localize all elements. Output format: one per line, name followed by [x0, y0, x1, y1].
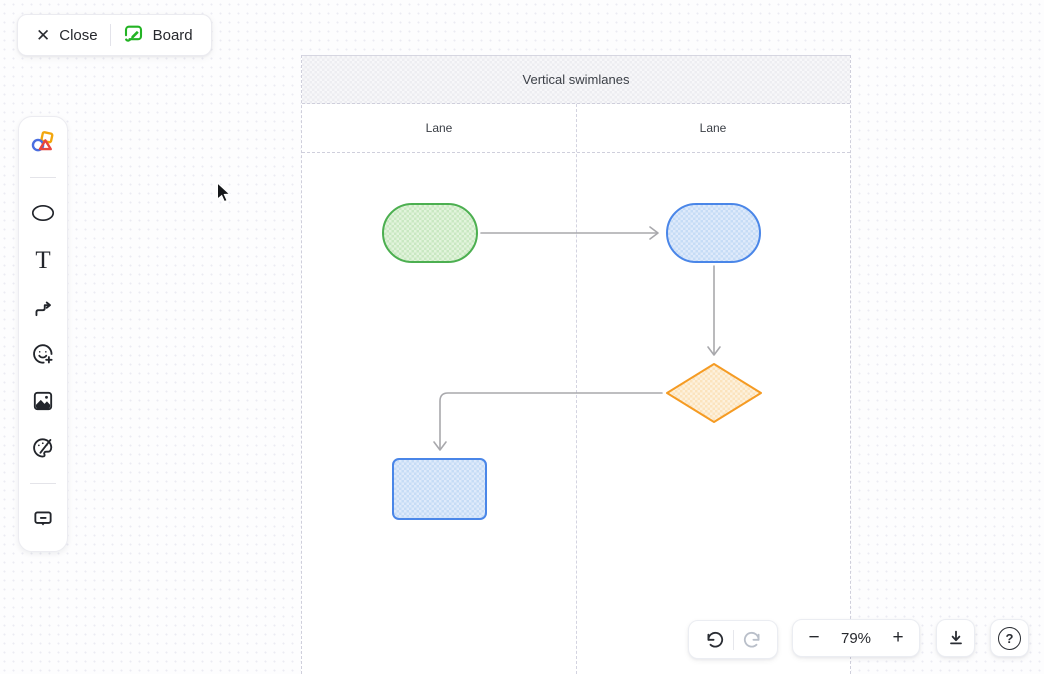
board-button[interactable]: Board — [111, 15, 205, 55]
text-tool-button[interactable]: T — [30, 246, 56, 274]
swimlane-frame[interactable]: Vertical swimlanes Lane Lane — [301, 55, 851, 674]
blue-stadium-shape[interactable] — [666, 203, 761, 263]
board-label: Board — [152, 26, 193, 44]
tool-palette: T — [18, 116, 68, 552]
undo-button[interactable] — [697, 621, 733, 658]
lane-title-right[interactable]: Lane — [699, 121, 727, 135]
history-controls — [688, 620, 778, 659]
zoom-controls: − 79% + — [792, 619, 920, 657]
text-icon: T — [35, 246, 51, 274]
zoom-out-button[interactable]: − — [799, 620, 829, 656]
help-icon: ? — [998, 626, 1021, 650]
shapes-icon — [31, 131, 54, 152]
draw-tool-button[interactable] — [30, 436, 56, 460]
green-stadium-shape[interactable] — [382, 203, 478, 263]
help-button[interactable]: ? — [990, 619, 1029, 657]
comment-tool-button[interactable] — [30, 507, 56, 531]
oval-tool-button[interactable] — [30, 201, 56, 225]
connector-icon — [35, 301, 51, 317]
connector-tool-button[interactable] — [30, 295, 56, 319]
swimlane-title: Vertical swimlanes — [522, 72, 630, 87]
tool-divider — [30, 177, 56, 178]
close-label: Close — [59, 26, 98, 44]
download-icon — [949, 630, 962, 645]
close-icon: ✕ — [36, 25, 51, 45]
zoom-level[interactable]: 79% — [840, 629, 872, 647]
blue-rectangle-shape[interactable] — [392, 458, 487, 520]
redo-icon — [743, 631, 760, 647]
download-button[interactable] — [936, 619, 975, 657]
toolbar-divider — [109, 24, 111, 46]
board-icon — [123, 23, 144, 48]
lane-title-left[interactable]: Lane — [425, 121, 453, 135]
image-tool-button[interactable] — [30, 389, 56, 413]
lane-divider — [576, 104, 577, 674]
emoji-plus-icon — [33, 344, 53, 364]
swimlane-title-bar[interactable]: Vertical swimlanes — [302, 56, 850, 104]
shapes-template-button[interactable] — [30, 130, 56, 154]
oval-icon — [31, 204, 55, 222]
redo-button[interactable] — [734, 621, 770, 658]
top-toolbar: ✕ Close Board — [17, 14, 212, 56]
sticker-tool-button[interactable] — [30, 342, 56, 366]
undo-icon — [706, 631, 723, 647]
zoom-in-button[interactable]: + — [883, 620, 913, 656]
close-button[interactable]: ✕ Close — [24, 15, 110, 55]
controls-divider — [732, 629, 734, 650]
tool-divider — [30, 483, 56, 484]
comment-icon — [34, 511, 52, 526]
mouse-cursor — [217, 182, 231, 203]
image-icon — [33, 391, 53, 411]
palette-icon — [33, 438, 53, 458]
